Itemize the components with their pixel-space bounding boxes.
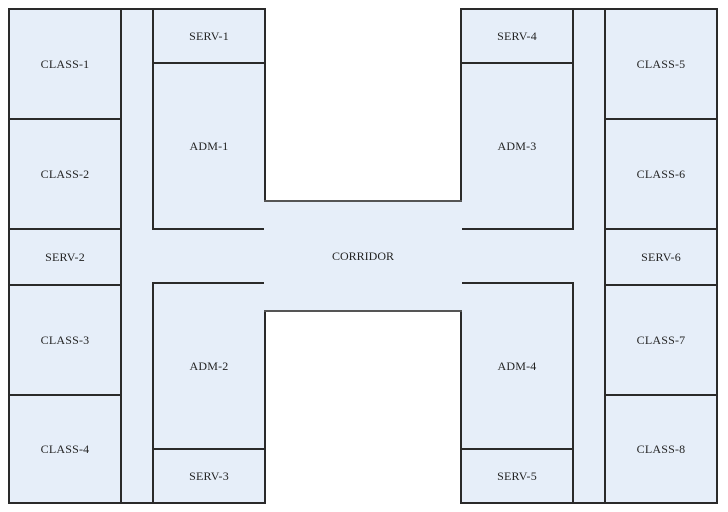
room-label: CLASS-6 bbox=[636, 166, 686, 181]
room-serv-1: SERV-1 bbox=[152, 8, 266, 64]
room-label: SERV-6 bbox=[641, 249, 681, 264]
room-class-6: CLASS-6 bbox=[604, 118, 718, 230]
room-label: SERV-4 bbox=[497, 28, 537, 43]
corridor-label: CORRIDOR bbox=[331, 248, 394, 263]
room-class-1: CLASS-1 bbox=[8, 8, 122, 120]
room-label: ADM-2 bbox=[189, 358, 229, 373]
room-class-2: CLASS-2 bbox=[8, 118, 122, 230]
room-class-8: CLASS-8 bbox=[604, 394, 718, 504]
corridor-left-opening bbox=[263, 230, 267, 282]
room-serv-4: SERV-4 bbox=[460, 8, 574, 64]
room-serv-2: SERV-2 bbox=[8, 228, 122, 286]
corridor: CORRIDOR bbox=[264, 200, 462, 312]
room-label: CLASS-5 bbox=[636, 56, 686, 71]
room-label: CLASS-1 bbox=[40, 56, 90, 71]
room-class-5: CLASS-5 bbox=[604, 8, 718, 120]
room-label: SERV-1 bbox=[189, 28, 229, 43]
room-label: CLASS-2 bbox=[40, 166, 90, 181]
room-label: CLASS-8 bbox=[636, 441, 686, 456]
room-class-7: CLASS-7 bbox=[604, 284, 718, 396]
room-label: ADM-3 bbox=[497, 138, 537, 153]
room-class-3: CLASS-3 bbox=[8, 284, 122, 396]
room-label: SERV-2 bbox=[45, 249, 85, 264]
room-label: SERV-3 bbox=[189, 468, 229, 483]
room-adm-4: ADM-4 bbox=[460, 282, 574, 450]
room-adm-2: ADM-2 bbox=[152, 282, 266, 450]
room-label: ADM-4 bbox=[497, 358, 537, 373]
room-label: CLASS-3 bbox=[40, 332, 90, 347]
room-label: ADM-1 bbox=[189, 138, 229, 153]
room-adm-3: ADM-3 bbox=[460, 62, 574, 230]
corridor-right-opening bbox=[459, 230, 463, 282]
room-serv-6: SERV-6 bbox=[604, 228, 718, 286]
room-class-4: CLASS-4 bbox=[8, 394, 122, 504]
room-label: CLASS-4 bbox=[40, 441, 90, 456]
room-serv-3: SERV-3 bbox=[152, 448, 266, 504]
room-adm-1: ADM-1 bbox=[152, 62, 266, 230]
room-label: CLASS-7 bbox=[636, 332, 686, 347]
room-serv-5: SERV-5 bbox=[460, 448, 574, 504]
room-label: SERV-5 bbox=[497, 468, 537, 483]
